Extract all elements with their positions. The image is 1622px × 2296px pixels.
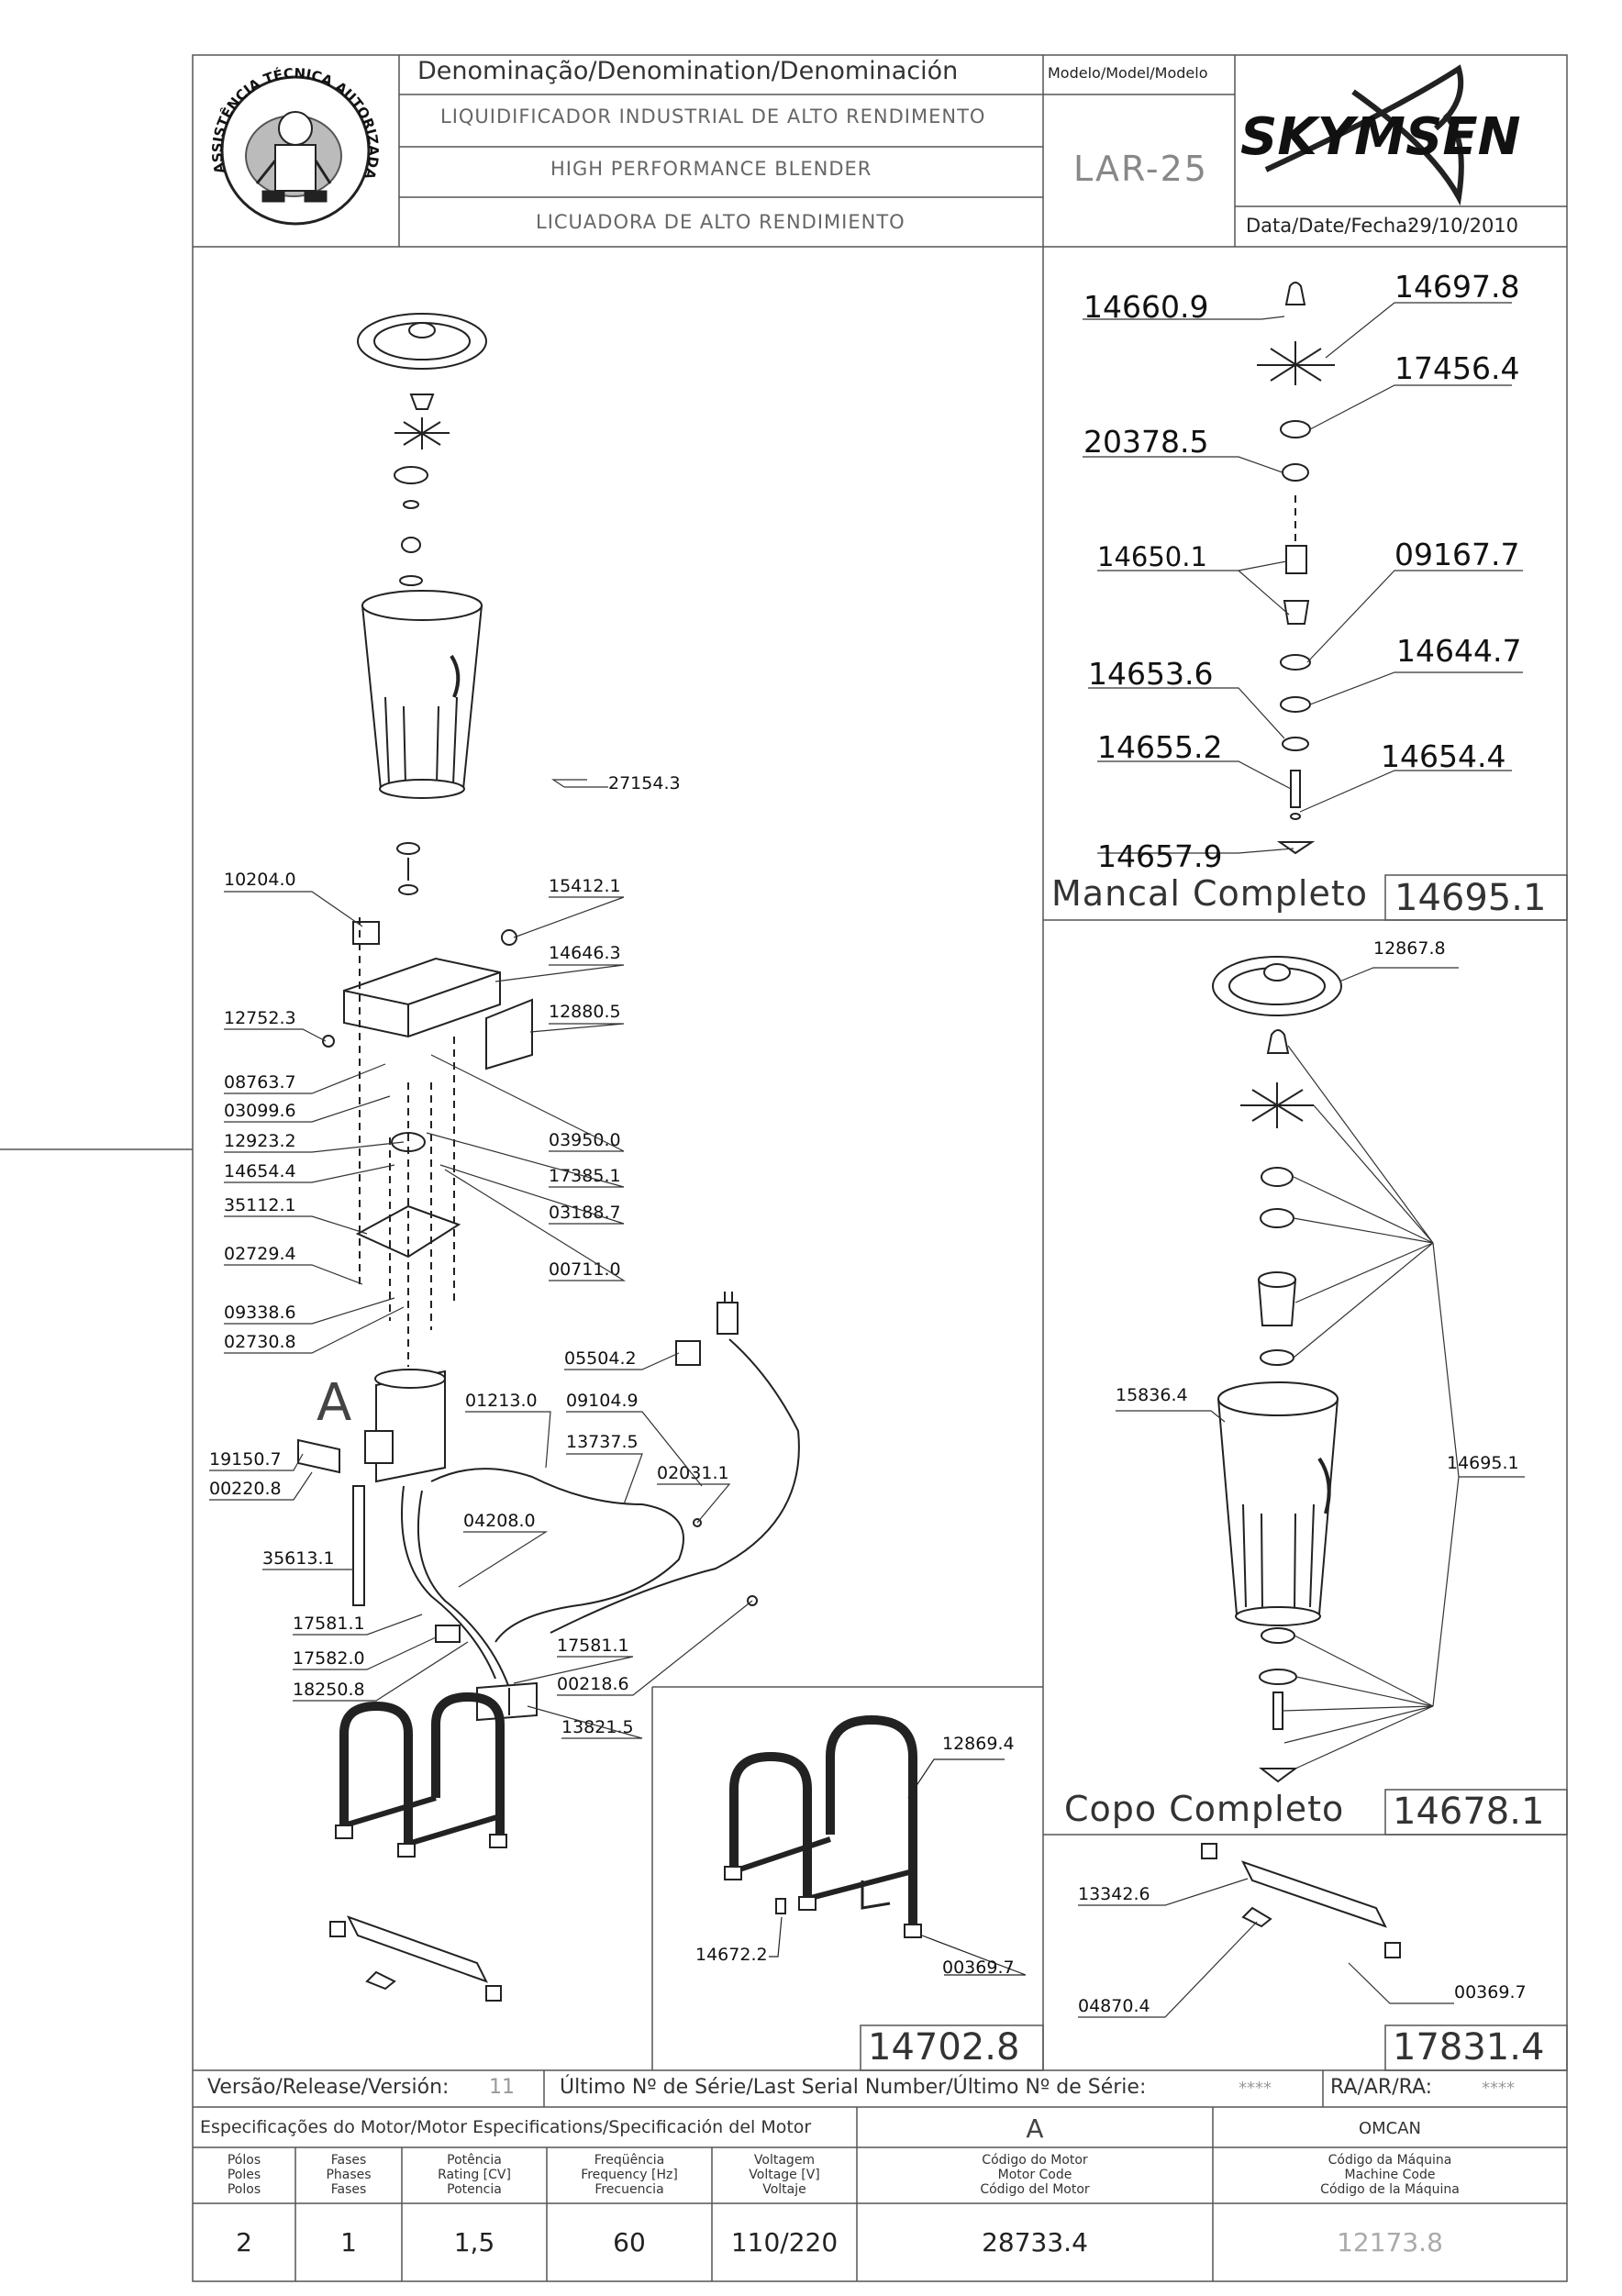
val-machine-code: 12173.8 bbox=[1337, 2227, 1443, 2257]
title-pt: LIQUIDIFICADOR INDUSTRIAL DE ALTO RENDIM… bbox=[440, 105, 986, 128]
part-label: 14650.1 bbox=[1097, 541, 1207, 572]
part-label: 17582.0 bbox=[293, 1648, 365, 1669]
ra-label: RA/AR/RA: bbox=[1330, 2076, 1433, 2099]
part-label: 12869.4 bbox=[942, 1734, 1015, 1754]
part-label: 19150.7 bbox=[209, 1449, 282, 1470]
part-label: 03950.0 bbox=[549, 1130, 621, 1150]
model-label: Modelo/Model/Modelo bbox=[1048, 64, 1208, 82]
model-value: LAR-25 bbox=[1073, 149, 1208, 189]
title-es: LICUADORA DE ALTO RENDIMIENTO bbox=[536, 211, 905, 233]
part-label: 35112.1 bbox=[224, 1195, 296, 1215]
val-rating: 1,5 bbox=[453, 2227, 495, 2257]
part-label: 14660.9 bbox=[1083, 289, 1209, 325]
part-label: 15836.4 bbox=[1116, 1385, 1188, 1405]
part-label: 14655.2 bbox=[1097, 729, 1223, 765]
val-phases: 1 bbox=[340, 2227, 357, 2257]
part-label: 13737.5 bbox=[566, 1432, 639, 1452]
motor-spec-label: Especificações do Motor/Motor Especifica… bbox=[200, 2117, 812, 2137]
col-rating: Potência Rating [CV] Potencia bbox=[438, 2153, 511, 2198]
bearing-panel-code: 14695.1 bbox=[1394, 877, 1547, 919]
part-label: 17581.1 bbox=[293, 1614, 365, 1634]
part-label: 14657.9 bbox=[1097, 838, 1223, 874]
val-poles: 2 bbox=[236, 2227, 252, 2257]
col-phases: Fases Phases Fases bbox=[326, 2153, 372, 2198]
col-poles: Pólos Poles Polos bbox=[227, 2153, 261, 2198]
col-voltage: Voltagem Voltage [V] Voltaje bbox=[749, 2153, 820, 2198]
omcan-label: OMCAN bbox=[1358, 2119, 1422, 2138]
part-label: 12880.5 bbox=[549, 1002, 621, 1022]
part-label: 12752.3 bbox=[224, 1008, 296, 1028]
date-value: 29/10/2010 bbox=[1407, 215, 1519, 237]
serial-label: Último Nº de Série/Last Serial Number/Úl… bbox=[560, 2076, 1147, 2099]
serial-value: **** bbox=[1239, 2079, 1272, 2098]
part-label: 08763.7 bbox=[224, 1072, 296, 1093]
part-label: 10204.0 bbox=[224, 870, 296, 890]
part-label: 05504.2 bbox=[564, 1348, 637, 1369]
part-label: 13342.6 bbox=[1078, 1884, 1150, 1904]
part-label: 04870.4 bbox=[1078, 1996, 1150, 2016]
cup-panel-code: 14678.1 bbox=[1393, 1791, 1545, 1833]
part-label: 00218.6 bbox=[557, 1674, 629, 1694]
motor-spec-marker: A bbox=[1026, 2113, 1044, 2144]
part-label: 27154.3 bbox=[608, 773, 681, 793]
motor-marker: A bbox=[317, 1373, 352, 1433]
part-label: 03099.6 bbox=[224, 1101, 296, 1121]
val-frequency: 60 bbox=[613, 2227, 646, 2257]
part-label: 00220.8 bbox=[209, 1479, 282, 1499]
part-label: 14654.4 bbox=[1381, 738, 1506, 774]
col-frequency: Freqüência Frequency [Hz] Frecuencia bbox=[581, 2153, 678, 2198]
col-motor-code: Código do Motor Motor Code Código del Mo… bbox=[980, 2153, 1090, 2198]
part-label: 18250.8 bbox=[293, 1680, 365, 1700]
part-label: 35613.1 bbox=[262, 1548, 335, 1569]
val-motor-code: 28733.4 bbox=[982, 2227, 1088, 2257]
ra-value: **** bbox=[1482, 2079, 1515, 2098]
part-label: 15412.1 bbox=[549, 876, 621, 896]
part-label: 20378.5 bbox=[1083, 424, 1209, 460]
part-label: 00369.7 bbox=[1454, 1982, 1527, 2002]
part-label: 02729.4 bbox=[224, 1244, 296, 1264]
part-label: 14646.3 bbox=[549, 943, 621, 963]
part-label: 02031.1 bbox=[657, 1463, 729, 1483]
part-label: 09167.7 bbox=[1394, 537, 1520, 572]
stand-panel-code: 14702.8 bbox=[868, 2026, 1020, 2069]
part-label: 00369.7 bbox=[942, 1958, 1015, 1978]
part-label: 04208.0 bbox=[463, 1511, 536, 1531]
denomination-label: Denominação/Denomination/Denominación bbox=[417, 57, 959, 85]
release-label: Versão/Release/Versión: bbox=[207, 2076, 450, 2099]
title-en: HIGH PERFORMANCE BLENDER bbox=[550, 158, 872, 180]
foot-panel-code: 17831.4 bbox=[1393, 2026, 1545, 2069]
part-label: 00711.0 bbox=[549, 1259, 621, 1280]
part-label: 14654.4 bbox=[224, 1161, 296, 1181]
part-label: 13821.5 bbox=[561, 1717, 634, 1737]
brand-name: SKYMSEN bbox=[1240, 107, 1520, 167]
part-label: 17456.4 bbox=[1394, 350, 1520, 386]
col-machine-code: Código da Máquina Machine Code Código de… bbox=[1320, 2153, 1460, 2198]
part-label: 09104.9 bbox=[566, 1391, 639, 1411]
bearing-panel-title: Mancal Completo bbox=[1051, 873, 1368, 914]
part-label: 09338.6 bbox=[224, 1303, 296, 1323]
cup-panel-title: Copo Completo bbox=[1064, 1789, 1345, 1829]
part-label: 14697.8 bbox=[1394, 269, 1520, 305]
part-label: 12867.8 bbox=[1373, 938, 1446, 959]
part-label: 14695.1 bbox=[1447, 1453, 1519, 1473]
release-value: 11 bbox=[489, 2076, 515, 2099]
date-label: Data/Date/Fecha: bbox=[1246, 215, 1415, 237]
part-label: 12923.2 bbox=[224, 1131, 296, 1151]
part-label: 02730.8 bbox=[224, 1332, 296, 1352]
part-label: 01213.0 bbox=[465, 1391, 538, 1411]
val-voltage: 110/220 bbox=[730, 2227, 839, 2257]
part-label: 14644.7 bbox=[1396, 633, 1522, 669]
part-label: 14653.6 bbox=[1088, 656, 1214, 692]
part-label: 17581.1 bbox=[557, 1636, 629, 1656]
part-label: 14672.2 bbox=[695, 1945, 768, 1965]
